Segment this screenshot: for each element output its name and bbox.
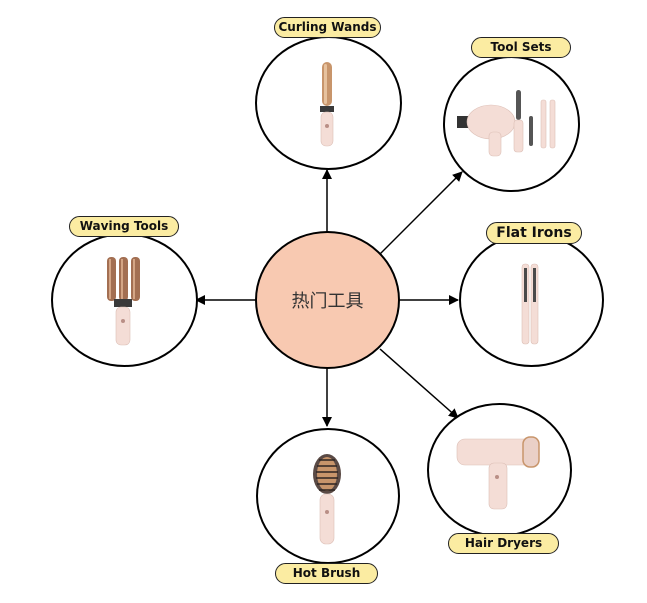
flat-irons-label: Flat Irons	[486, 222, 582, 244]
center-node: 热门工具	[255, 231, 400, 369]
hot-brush-label: Hot Brush	[275, 563, 378, 584]
arrow-to-hair-dryers	[379, 348, 459, 419]
waving-tools-label: Waving Tools	[69, 216, 179, 237]
flat-iron-image	[521, 263, 539, 345]
tool-set-image	[457, 90, 556, 157]
curling-wand-image	[320, 62, 334, 147]
curling-wands-label: Curling Wands	[274, 17, 381, 38]
waving-tool-image	[107, 257, 140, 346]
hair-dryer-image	[456, 436, 540, 510]
hair-dryers-label: Hair Dryers	[448, 533, 559, 554]
hot-brush-image	[313, 454, 341, 545]
tool-sets-label: Tool Sets	[471, 37, 571, 58]
center-label: 热门工具	[291, 291, 364, 312]
curling-wands-node	[255, 36, 402, 170]
flat-irons-node	[459, 233, 604, 367]
arrow-to-tool-sets	[379, 171, 463, 255]
